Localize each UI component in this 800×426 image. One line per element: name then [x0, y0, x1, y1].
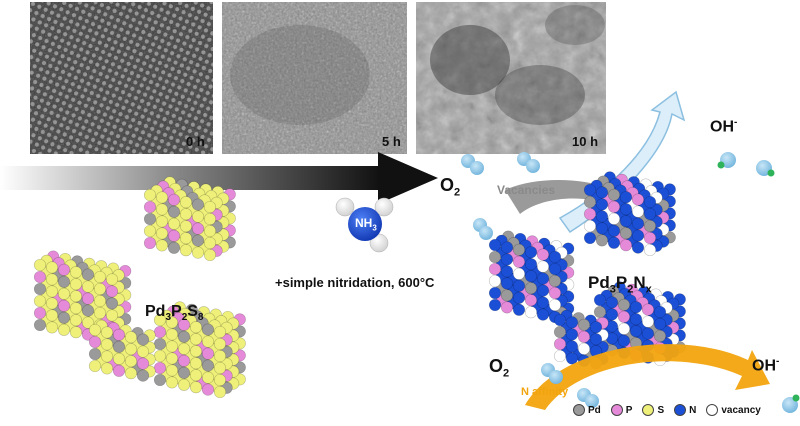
o2-molecule: [473, 218, 493, 240]
legend-swatch-p: [610, 404, 623, 416]
legend-label-n: N: [689, 404, 697, 416]
o2-label-bottom: O2: [489, 356, 510, 380]
legend-label-p: P: [625, 404, 633, 416]
legend-label-s: S: [657, 404, 665, 416]
vacancies-label: Vacancies: [497, 183, 556, 197]
oh-molecule: [782, 394, 800, 413]
pd3p2s8-crystal-cluster: [33, 176, 246, 399]
tem-panel-0h: [30, 2, 213, 154]
legend-label-pd: Pd: [588, 404, 601, 416]
pd3p2s8-label: Pd3P2S8: [145, 303, 204, 324]
tem-label-5h: 5 h: [382, 134, 401, 149]
nh3-label: NH3: [355, 216, 377, 233]
oh-molecule: [756, 160, 775, 177]
oh-label-top: OH-: [710, 117, 738, 136]
tem-label-10h: 10 h: [572, 134, 599, 149]
o2-molecule: [577, 388, 599, 408]
legend-swatch-s: [642, 404, 655, 416]
condition-label: +simple nitridation, 600°C: [275, 275, 435, 290]
o2-molecule: [517, 152, 540, 173]
legend-swatch-pd: [573, 404, 585, 416]
nh3-molecule: [335, 197, 394, 253]
o2-label-top: O2: [440, 175, 461, 199]
legend-swatch-vacancy: [706, 404, 719, 416]
pd3p2nx-label: Pd3P2Nx: [588, 273, 652, 296]
tem-panel-10h: [416, 2, 606, 154]
n-affinity-arrow: [525, 344, 770, 410]
tem-label-0h: 0 h: [186, 134, 205, 149]
tem-panel-5h: [222, 2, 407, 154]
oh-molecule: [717, 152, 736, 169]
legend-label-vacancy: vacancy: [721, 404, 761, 416]
atom-legend: Pd P S N vacancy: [573, 404, 761, 416]
pd3p2nx-crystal-cluster: [488, 171, 686, 370]
o2-molecule: [541, 363, 563, 384]
time-arrow: [0, 152, 438, 204]
o2-molecule: [461, 154, 484, 175]
oh-label-bottom: OH-: [752, 356, 780, 375]
legend-swatch-n: [674, 404, 687, 416]
n-affinity-label: N affinity: [521, 386, 569, 398]
